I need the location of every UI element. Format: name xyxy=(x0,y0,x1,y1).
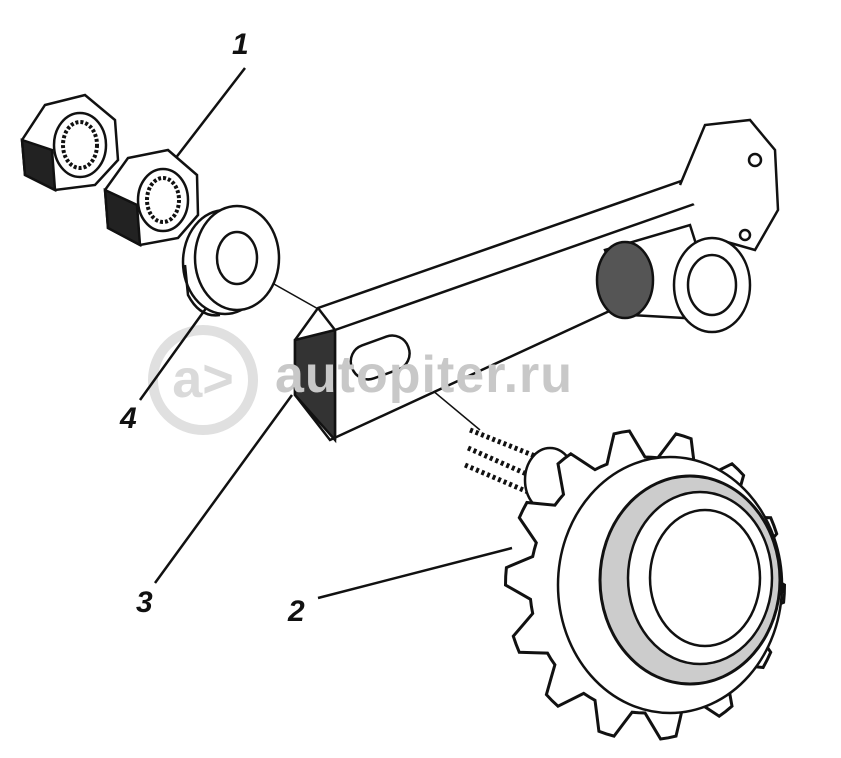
sprocket xyxy=(503,429,787,741)
callout-1: 1 xyxy=(232,28,249,61)
tensioner-lever xyxy=(293,118,780,444)
callout-3: 3 xyxy=(136,586,153,619)
leader-line-1 xyxy=(167,67,246,169)
leader-line-3 xyxy=(153,394,294,584)
callout-2: 2 xyxy=(288,595,305,628)
washer xyxy=(181,204,281,317)
leader-line-4 xyxy=(138,299,214,401)
hex-nut-outer xyxy=(20,93,120,193)
watermark-text: autopiter.ru xyxy=(275,346,574,404)
callout-4: 4 xyxy=(120,402,137,435)
hex-nut-inner xyxy=(103,148,200,248)
leader-line-2 xyxy=(317,546,513,600)
